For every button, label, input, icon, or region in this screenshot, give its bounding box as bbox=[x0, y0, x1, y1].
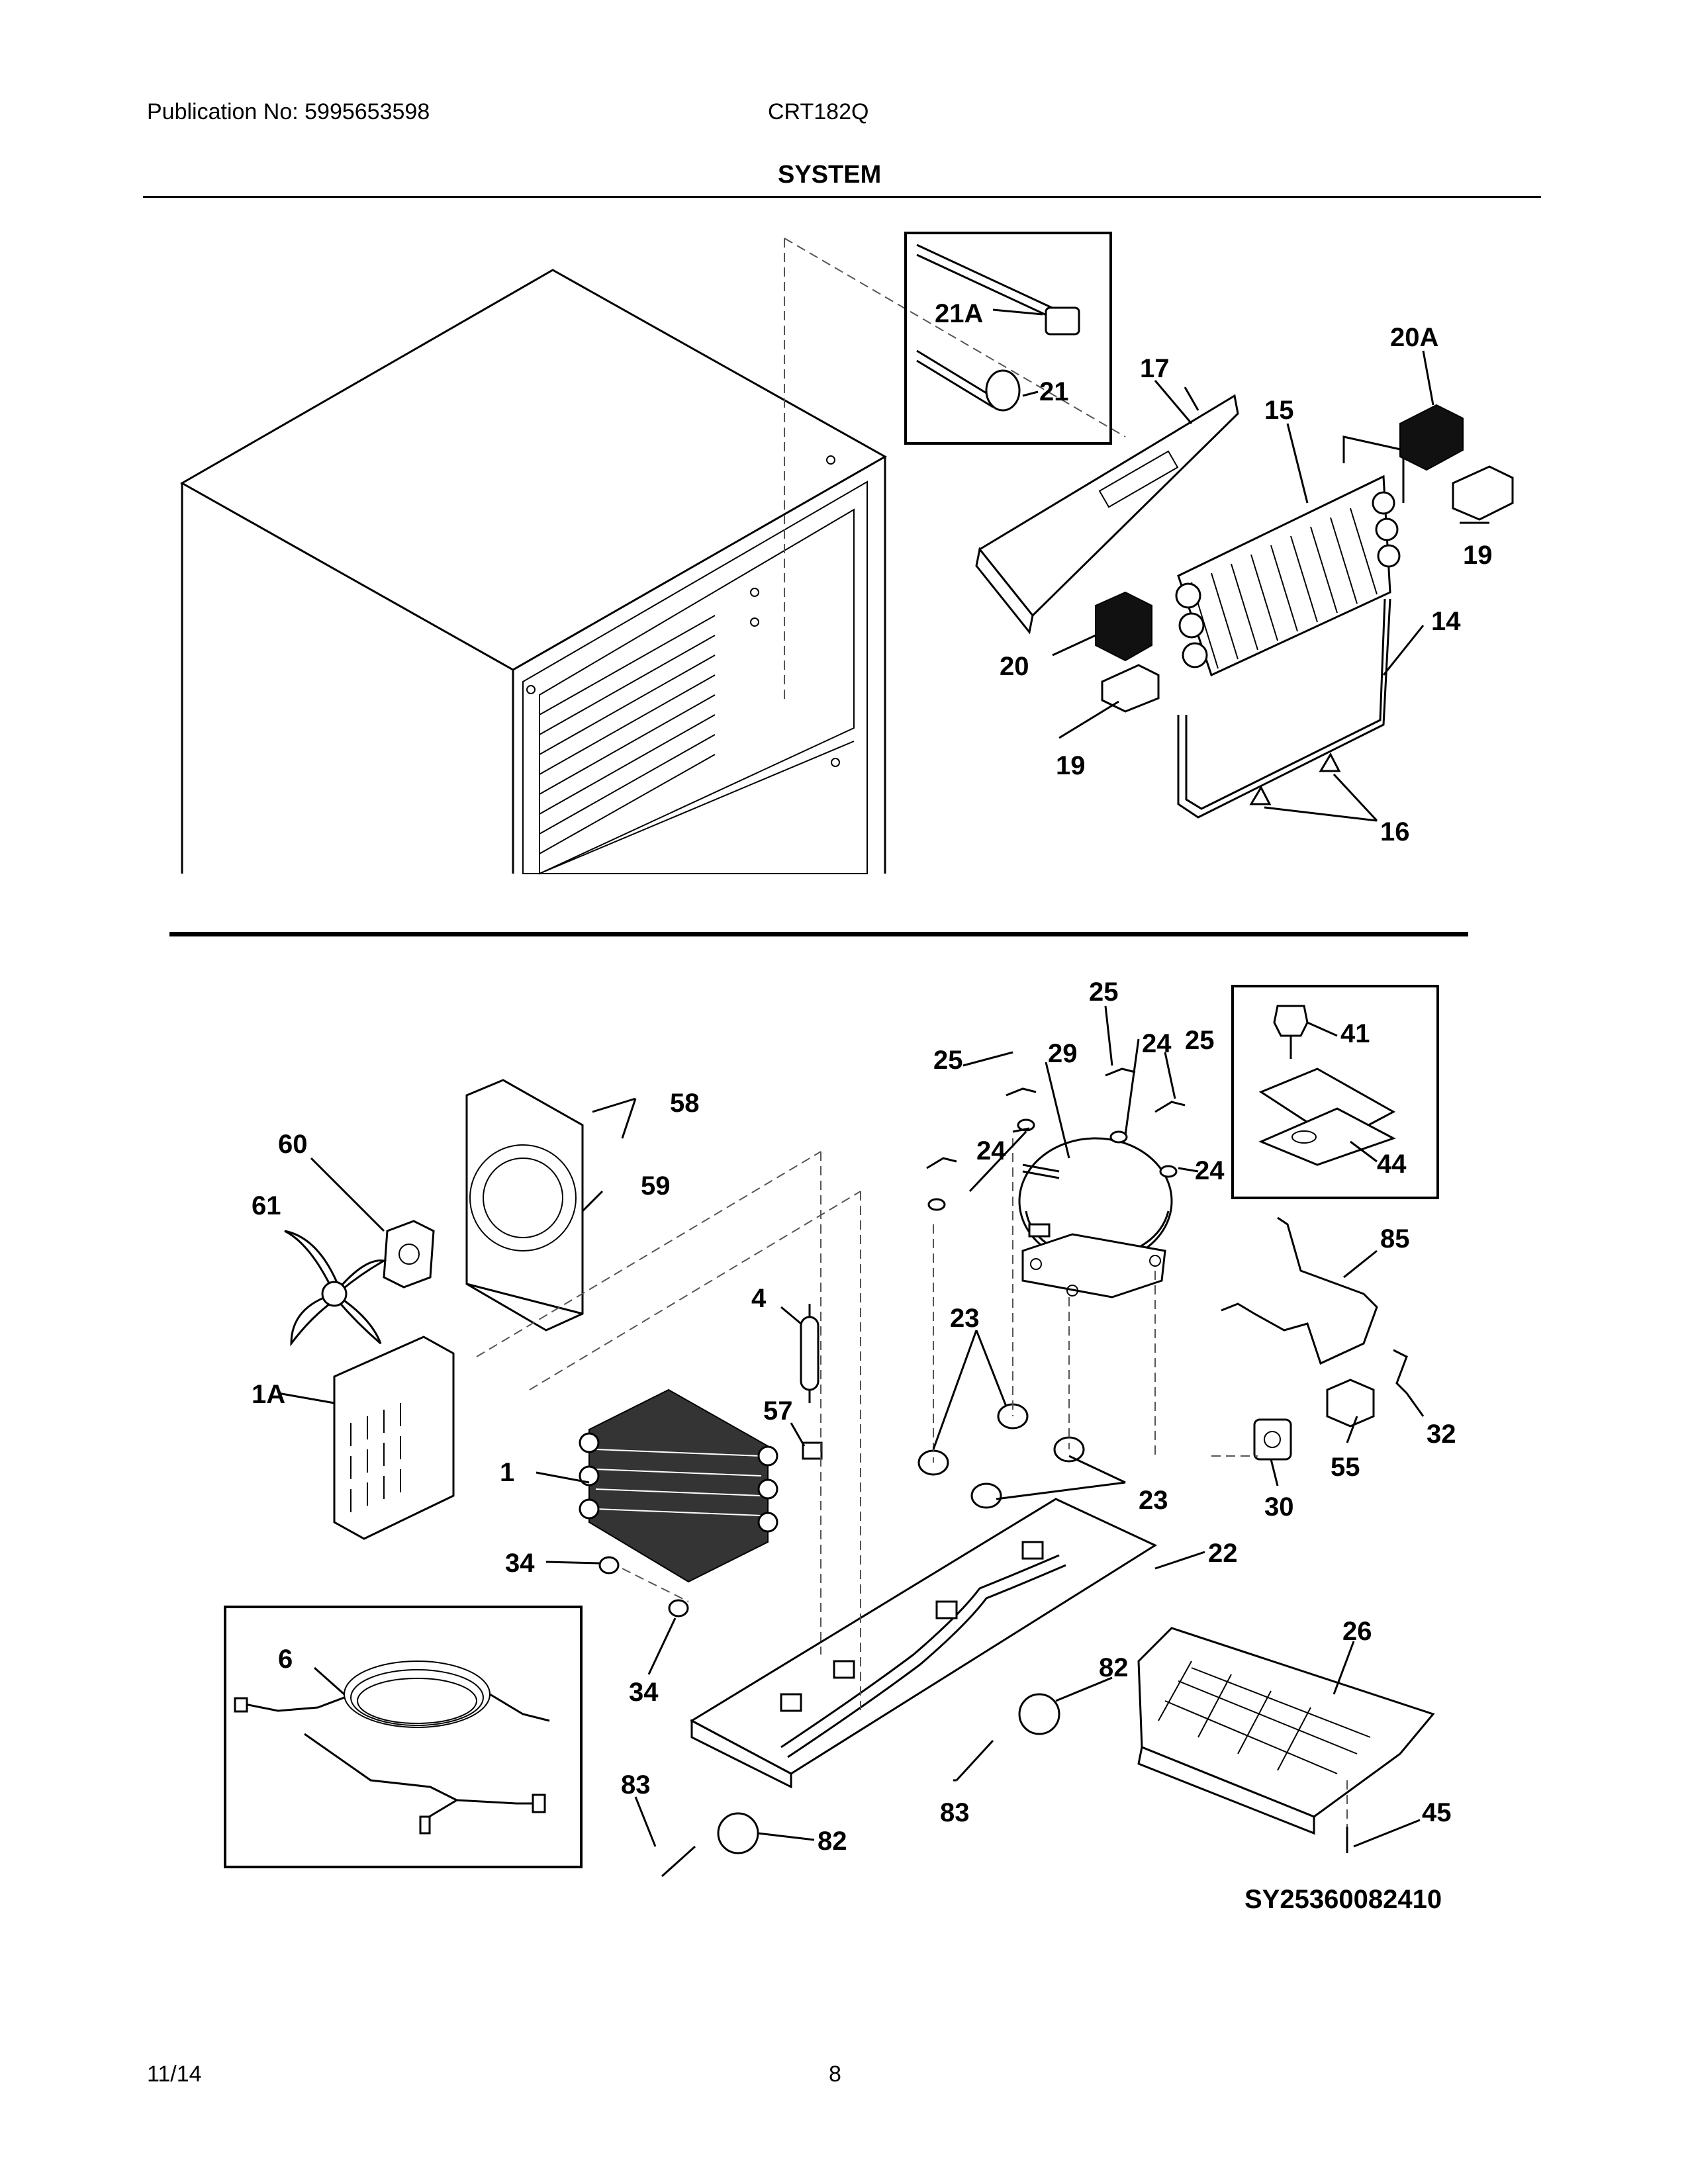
callout-58: 58 bbox=[670, 1089, 700, 1118]
bottom-leaders bbox=[277, 1005, 1425, 1848]
foam-block-20 bbox=[1095, 591, 1152, 662]
page-number: 8 bbox=[829, 2062, 841, 2087]
fan-blade bbox=[284, 1230, 387, 1347]
ferrules bbox=[598, 1556, 689, 1617]
top-leaders bbox=[1052, 350, 1489, 822]
callout-17: 17 bbox=[1140, 354, 1170, 383]
callout-23-bottom: 23 bbox=[1139, 1486, 1168, 1515]
drain-pan bbox=[1137, 1627, 1435, 1835]
callout-4: 4 bbox=[751, 1284, 767, 1313]
fan-shroud bbox=[465, 1079, 584, 1332]
callout-25-right: 25 bbox=[1185, 1026, 1215, 1055]
callout-32: 32 bbox=[1427, 1420, 1456, 1449]
bracket-19-right bbox=[1452, 465, 1514, 521]
filter-drier bbox=[800, 1304, 820, 1403]
tube-clip bbox=[802, 1441, 823, 1460]
callout-59: 59 bbox=[641, 1171, 671, 1201]
callout-82-right: 82 bbox=[1099, 1653, 1129, 1682]
callout-57: 57 bbox=[763, 1396, 793, 1426]
callout-85: 85 bbox=[1380, 1224, 1410, 1253]
callout-34-bottom: 34 bbox=[629, 1678, 659, 1707]
callout-15: 15 bbox=[1264, 396, 1294, 425]
fan-motor bbox=[383, 1220, 435, 1289]
callout-83-left: 83 bbox=[621, 1770, 651, 1799]
callout-82-left: 82 bbox=[818, 1827, 847, 1856]
callout-24-right: 24 bbox=[1195, 1156, 1225, 1185]
callout-25-left: 25 bbox=[933, 1046, 963, 1075]
inset-clip-detail bbox=[904, 232, 1112, 445]
header-rule bbox=[143, 196, 1541, 198]
callout-41: 41 bbox=[1340, 1019, 1370, 1048]
condenser-baffle bbox=[333, 1336, 455, 1540]
model-number: CRT182Q bbox=[768, 99, 869, 124]
callout-1a: 1A bbox=[252, 1380, 285, 1409]
callout-24-left: 24 bbox=[976, 1136, 1006, 1165]
diagram-code: SY25360082410 bbox=[1244, 1885, 1442, 1914]
callout-61: 61 bbox=[252, 1191, 281, 1220]
wire-clip bbox=[1393, 1349, 1408, 1394]
publication-number: Publication No: 5995653598 bbox=[147, 99, 430, 124]
callout-83-right: 83 bbox=[940, 1798, 970, 1827]
section-title: SYSTEM bbox=[778, 161, 882, 189]
callout-21a: 21A bbox=[935, 299, 983, 328]
bracket-19-left bbox=[1101, 664, 1160, 713]
overload-protector bbox=[1253, 1418, 1292, 1461]
evaporator-coil bbox=[1175, 435, 1405, 677]
callout-23-top: 23 bbox=[950, 1304, 980, 1333]
callout-6: 6 bbox=[278, 1645, 293, 1674]
callout-20: 20 bbox=[1000, 652, 1029, 681]
compressor-base-plate bbox=[689, 1498, 1158, 1789]
footer-date: 11/14 bbox=[147, 2062, 202, 2087]
defrost-heater bbox=[1177, 598, 1391, 819]
callout-60: 60 bbox=[278, 1130, 308, 1159]
start-relay bbox=[1326, 1379, 1375, 1428]
callout-34-top: 34 bbox=[505, 1549, 535, 1578]
evaporator-cavity-fins bbox=[539, 615, 716, 854]
inset-bracket-detail bbox=[1231, 985, 1439, 1199]
drain-trough bbox=[975, 387, 1239, 635]
assembly-dash-lines bbox=[476, 1138, 1348, 1827]
clips-and-washers bbox=[926, 1068, 1186, 1211]
callout-29: 29 bbox=[1048, 1039, 1078, 1068]
process-tube bbox=[1221, 1216, 1378, 1365]
callout-19-left: 19 bbox=[1056, 751, 1086, 780]
callout-22: 22 bbox=[1208, 1539, 1238, 1568]
callout-55: 55 bbox=[1331, 1453, 1360, 1482]
callout-24-top: 24 bbox=[1142, 1029, 1172, 1058]
section-divider bbox=[169, 932, 1468, 936]
callout-1: 1 bbox=[500, 1458, 514, 1487]
callout-44: 44 bbox=[1377, 1150, 1407, 1179]
screws bbox=[661, 1739, 1348, 1878]
leveling-feet bbox=[717, 1693, 1060, 1854]
callout-20a: 20A bbox=[1390, 323, 1438, 352]
callout-16: 16 bbox=[1380, 817, 1410, 846]
inset-power-cord bbox=[224, 1606, 583, 1868]
refrigerator-cabinet bbox=[179, 238, 1126, 875]
callout-14: 14 bbox=[1431, 607, 1461, 636]
callout-30: 30 bbox=[1264, 1492, 1294, 1522]
callout-26: 26 bbox=[1342, 1617, 1372, 1646]
foam-block-20a bbox=[1399, 404, 1464, 471]
callout-25-top: 25 bbox=[1089, 978, 1119, 1007]
callout-45: 45 bbox=[1422, 1798, 1452, 1827]
callout-19-right: 19 bbox=[1463, 541, 1493, 570]
condenser-coil bbox=[579, 1388, 778, 1583]
callout-21: 21 bbox=[1039, 377, 1069, 406]
compressor bbox=[1018, 1137, 1173, 1298]
